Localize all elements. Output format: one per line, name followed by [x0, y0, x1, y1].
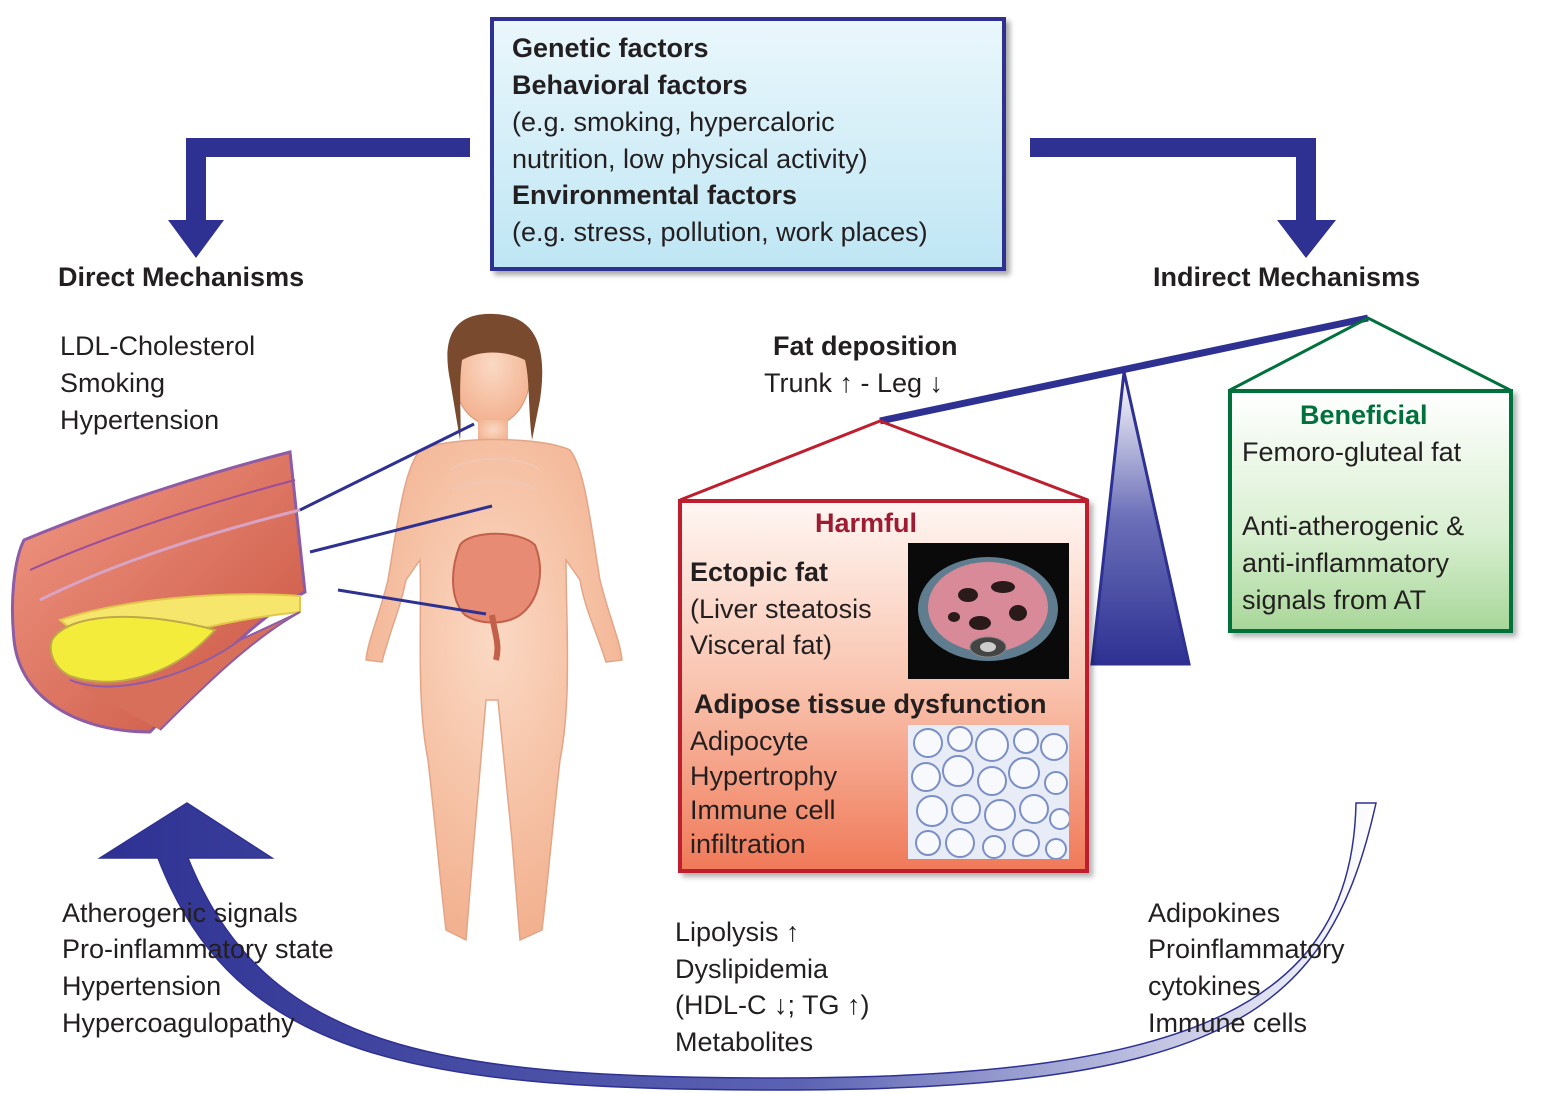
fat-deposition-title: Fat deposition [773, 331, 958, 361]
adipose-dysfunction-title: Adipose tissue dysfunction [694, 689, 1047, 719]
ectopic-fat-item: Visceral fat) [690, 630, 833, 660]
adipose-item: Hypertrophy [690, 761, 838, 791]
beneficial-line: anti-inflammatory [1242, 548, 1450, 578]
behavioral-factors-label: Behavioral factors [512, 70, 748, 100]
bottom-left-item: Hypercoagulopathy [62, 1008, 295, 1038]
female-body-figure [365, 313, 623, 942]
genetic-factors-label: Genetic factors [512, 33, 709, 63]
behavioral-example-line1: (e.g. smoking, hypercaloric [512, 107, 835, 137]
beneficial-box [1228, 389, 1513, 633]
harmful-pointer [679, 419, 1089, 502]
adipose-histology-image [908, 725, 1069, 859]
bottom-middle-item: Lipolysis ↑ [675, 917, 800, 947]
bottom-middle-item: (HDL-C ↓; TG ↑) [675, 990, 870, 1020]
adipose-item: Adipocyte [690, 726, 809, 756]
artery-illustration [10, 450, 307, 734]
beneficial-line: signals from AT [1242, 585, 1427, 615]
environmental-factors-label: Environmental factors [512, 180, 798, 210]
bottom-left-item: Pro-inflammatory state [62, 934, 334, 964]
harmful-title: Harmful [815, 508, 918, 538]
bottom-right-item: Adipokines [1148, 898, 1281, 928]
mri-scan-image [908, 543, 1069, 679]
ectopic-fat-title: Ectopic fat [690, 557, 829, 587]
direct-item: Smoking [60, 368, 166, 398]
seesaw-beam [879, 314, 1369, 425]
left-elbow-arrow [168, 138, 470, 258]
vessel-connector-lines [299, 422, 493, 616]
behavioral-example-line2: nutrition, low physical activity) [512, 144, 868, 174]
bottom-left-item: Atherogenic signals [62, 898, 298, 928]
seesaw-fulcrum [1090, 371, 1191, 666]
beneficial-line: Femoro-gluteal fat [1242, 437, 1462, 467]
ectopic-fat-item: (Liver steatosis [690, 594, 872, 624]
direct-item: LDL-Cholesterol [60, 331, 256, 361]
risk-factors-box [490, 17, 1006, 271]
indirect-mechanisms-title: Indirect Mechanisms [1153, 262, 1421, 292]
feedback-curved-arrow [97, 802, 1377, 1091]
adipose-item: infiltration [690, 829, 806, 859]
bottom-middle-item: Dyslipidemia [675, 954, 829, 984]
fat-deposition-subtitle: Trunk ↑ - Leg ↓ [764, 368, 944, 398]
right-elbow-arrow [1030, 138, 1336, 258]
bottom-right-item: Immune cells [1148, 1008, 1308, 1038]
bottom-middle-item: Metabolites [675, 1027, 814, 1057]
beneficial-pointer [1229, 316, 1511, 392]
bottom-left-item: Hypertension [62, 971, 222, 1001]
bottom-right-item: cytokines [1148, 971, 1261, 1001]
direct-mechanisms-title: Direct Mechanisms [58, 262, 305, 292]
adipose-item: Immune cell [690, 795, 836, 825]
direct-item: Hypertension [60, 405, 220, 435]
environmental-example: (e.g. stress, pollution, work places) [512, 217, 928, 247]
beneficial-line: Anti-atherogenic & [1242, 511, 1465, 541]
bottom-right-item: Proinflammatory [1148, 934, 1345, 964]
beneficial-title: Beneficial [1300, 400, 1428, 430]
